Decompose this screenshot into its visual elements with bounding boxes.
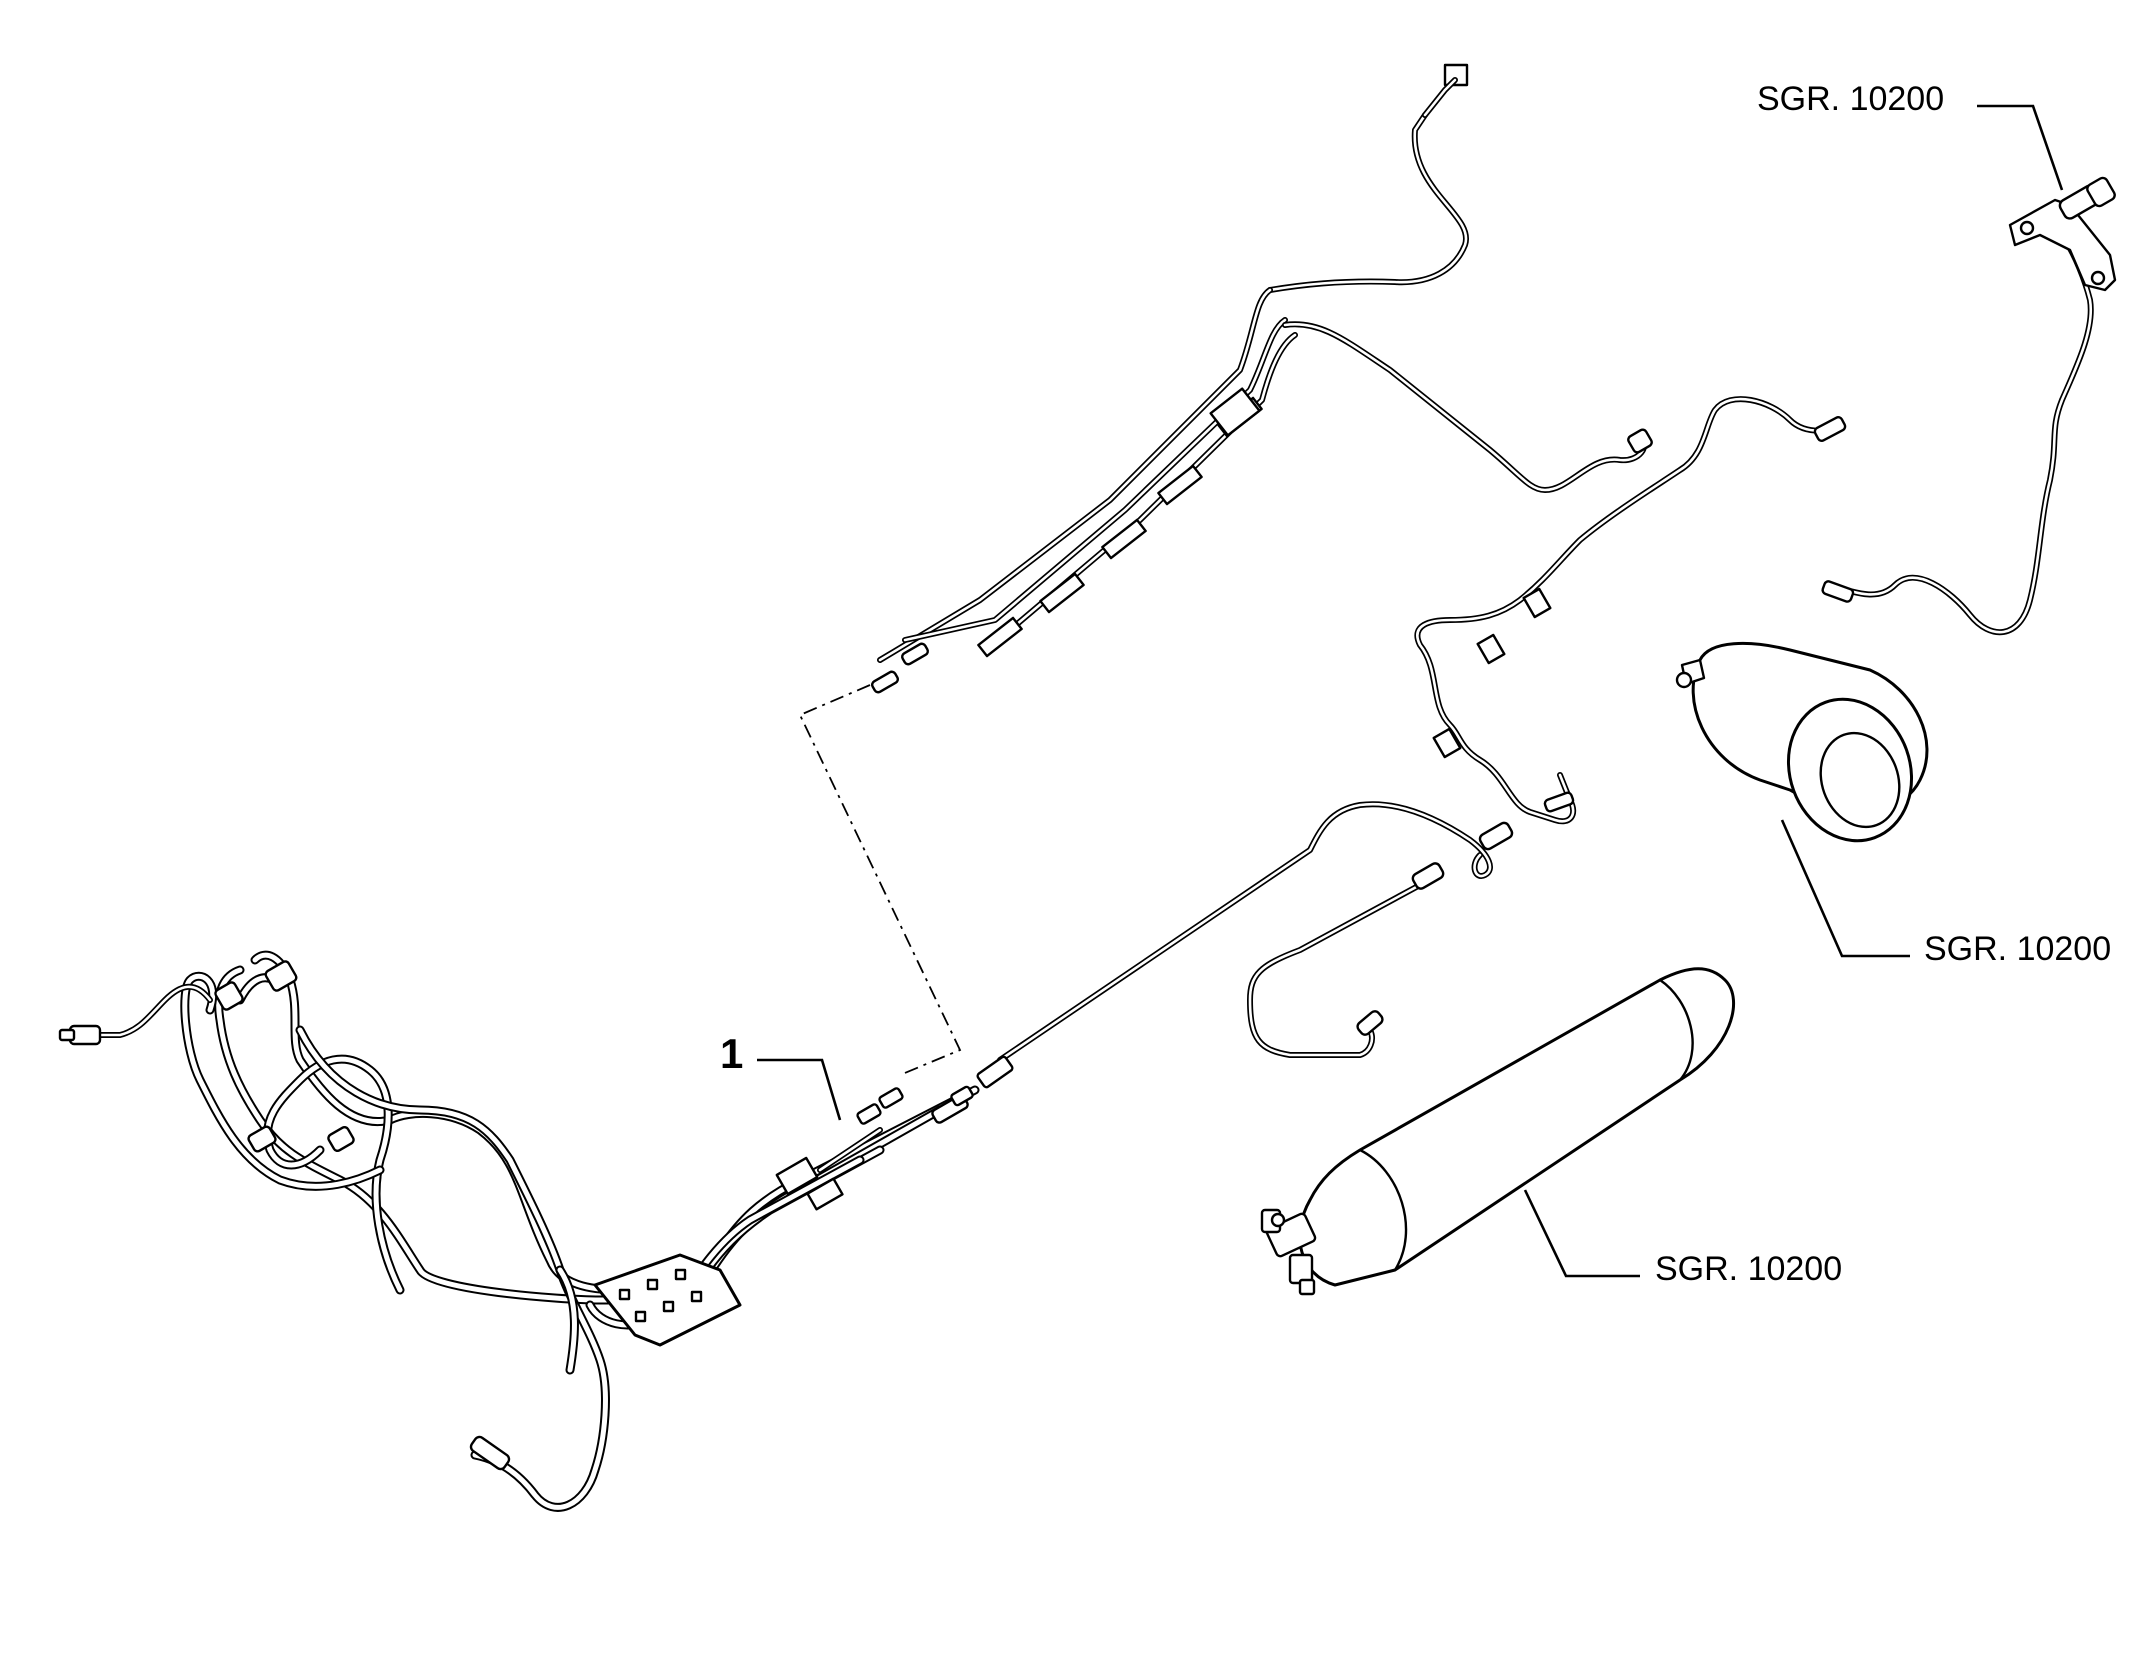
part-number-label: 1	[720, 1030, 743, 1077]
pipe-end	[871, 670, 899, 694]
ref-label-bottom: SGR. 10200	[1655, 1250, 1842, 1288]
ref-label-top-right: SGR. 10200	[1757, 80, 1944, 118]
pipe-coupler	[976, 1055, 1014, 1089]
small-gas-tank	[1675, 642, 1929, 843]
callout-part-1: 1	[720, 1030, 842, 1121]
alignment-dashed-line	[798, 684, 962, 1076]
callout-top-right: SGR. 10200	[1757, 80, 2064, 191]
main-pipe-assembly	[58, 950, 980, 1512]
upper-pipe-bundle	[871, 63, 1653, 694]
callout-middle-right: SGR. 10200	[1780, 819, 2111, 968]
bundle-clamps	[977, 387, 1263, 658]
ref-label-middle-right: SGR. 10200	[1924, 930, 2111, 968]
large-gas-tank	[1260, 967, 1735, 1296]
callout-bottom: SGR. 10200	[1523, 1189, 1842, 1288]
floor-bracket	[593, 1253, 742, 1347]
pipe-end	[901, 642, 929, 666]
bottom-pipe-end	[469, 1435, 511, 1471]
top-connector	[1443, 63, 1469, 87]
middle-connecting-pipe	[976, 801, 1514, 1089]
tank-valve	[1260, 1208, 1317, 1296]
top-right-pipe	[1821, 176, 2117, 636]
right-serpentine-pipe	[1414, 396, 1847, 825]
